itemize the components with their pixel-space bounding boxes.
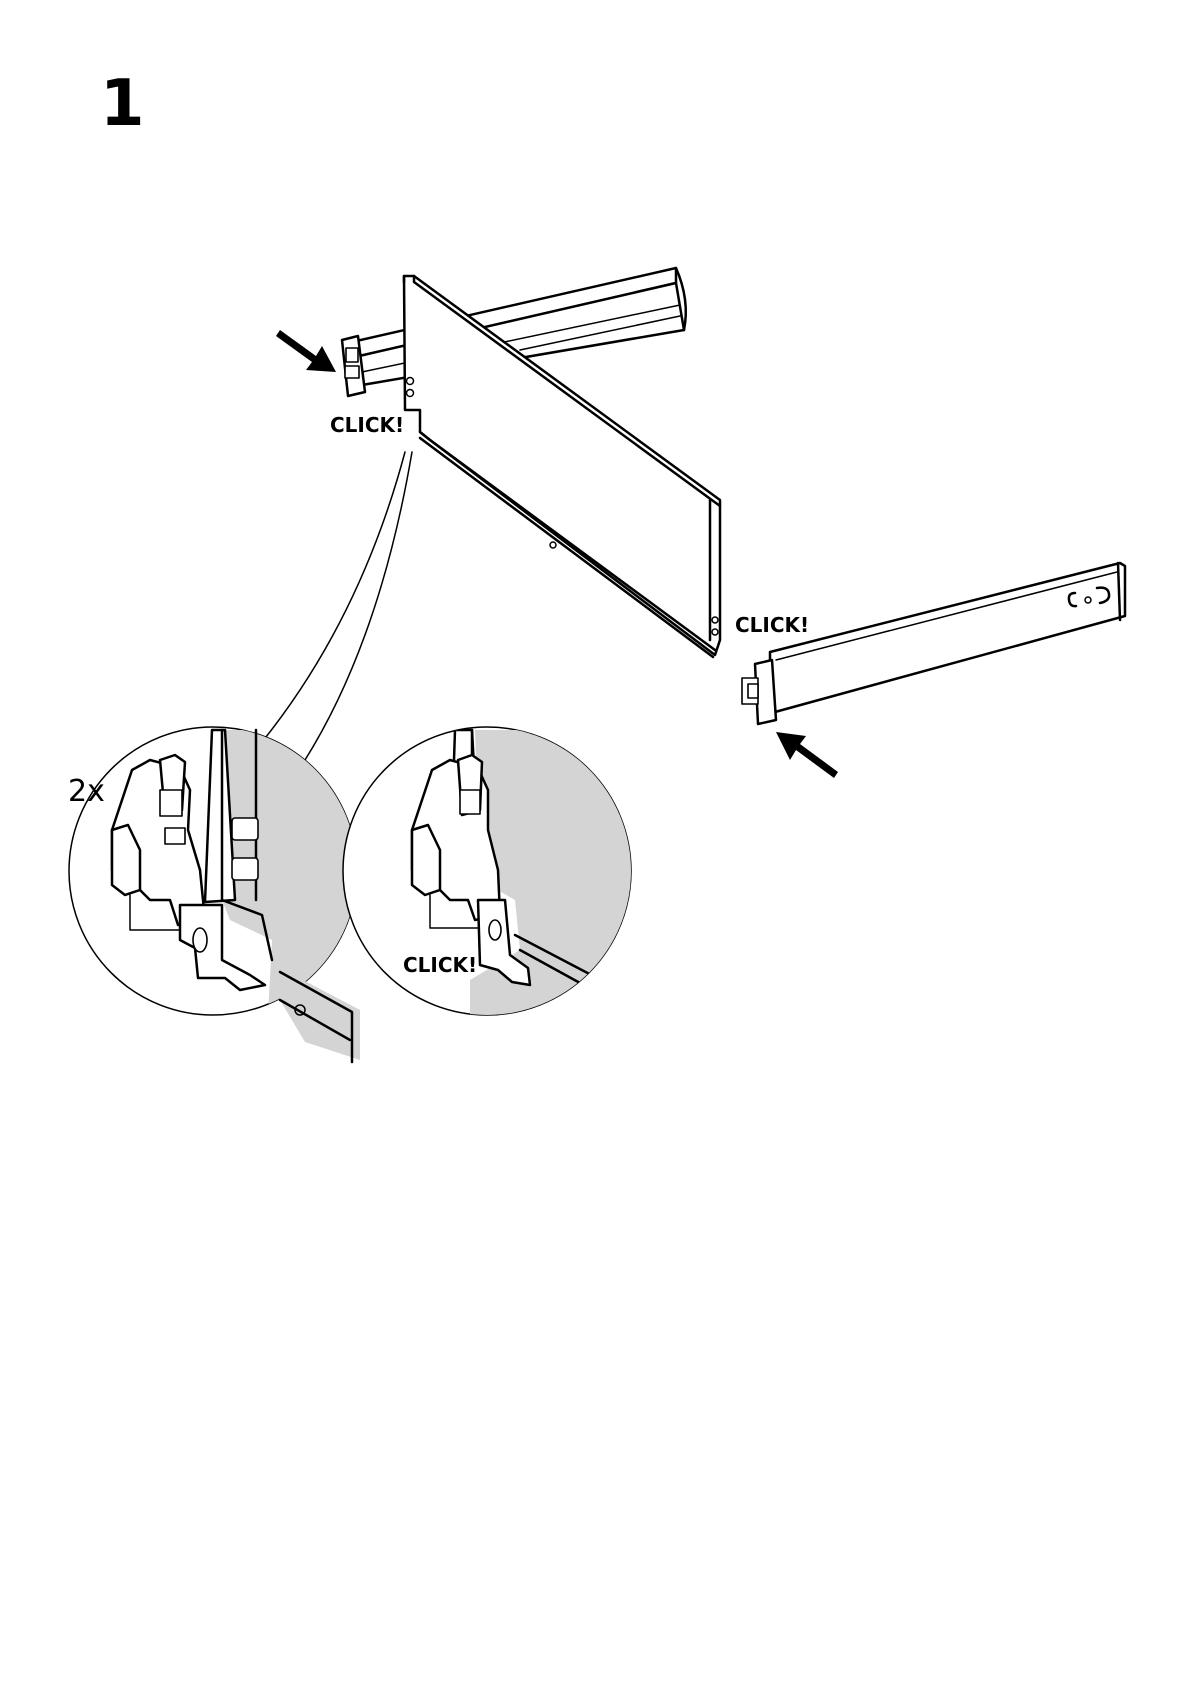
click-label-left: CLICK! <box>330 413 404 437</box>
click-label-right: CLICK! <box>735 613 809 637</box>
callout-line <box>305 452 412 760</box>
push-arrow-icon <box>276 330 336 372</box>
click-label-detail: CLICK! <box>403 953 477 977</box>
right-drawer-rail <box>742 563 1125 724</box>
callout-line <box>262 452 405 742</box>
push-arrow-icon <box>776 732 838 778</box>
quantity-label: 2x <box>68 774 105 809</box>
detail-circle-after <box>343 727 640 1020</box>
